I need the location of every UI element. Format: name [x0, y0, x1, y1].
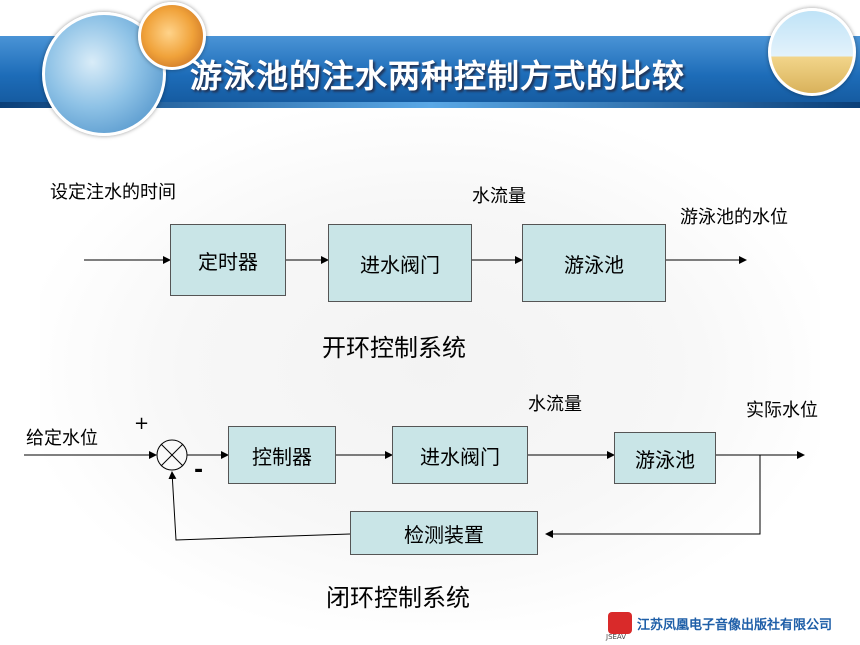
closed-input-label: 给定水位: [26, 428, 98, 449]
food-image: [138, 2, 206, 70]
open-flow-label: 水流量: [472, 186, 526, 207]
controller-box: 控制器: [228, 426, 336, 484]
closed-loop-caption: 闭环控制系统: [326, 584, 470, 612]
closed-flow-label: 水流量: [528, 394, 582, 415]
open-output-label: 游泳池的水位: [680, 207, 788, 228]
closed-valve-box: 进水阀门: [392, 426, 528, 484]
minus-sign: -: [194, 458, 204, 483]
slide-title: 游泳池的注水两种控制方式的比较: [190, 57, 686, 95]
feedback-path-left: [168, 471, 351, 541]
feedback-path-right: [545, 455, 761, 538]
open-pool-box: 游泳池: [522, 224, 666, 302]
closed-output-label: 实际水位: [746, 400, 818, 421]
open-input-label: 设定注水的时间: [50, 182, 176, 203]
sensor-box: 检测装置: [350, 511, 538, 555]
plus-sign: +: [134, 413, 150, 434]
closed-pool-box: 游泳池: [614, 432, 716, 484]
silo-image: [768, 8, 856, 96]
publisher-logo-text: JSEAV: [606, 633, 627, 641]
publisher-name: 江苏凤凰电子音像出版社有限公司: [637, 618, 833, 633]
timer-box: 定时器: [170, 224, 286, 296]
open-loop-caption: 开环控制系统: [322, 334, 466, 362]
open-valve-box: 进水阀门: [328, 224, 472, 302]
publisher-logo: [608, 612, 632, 634]
